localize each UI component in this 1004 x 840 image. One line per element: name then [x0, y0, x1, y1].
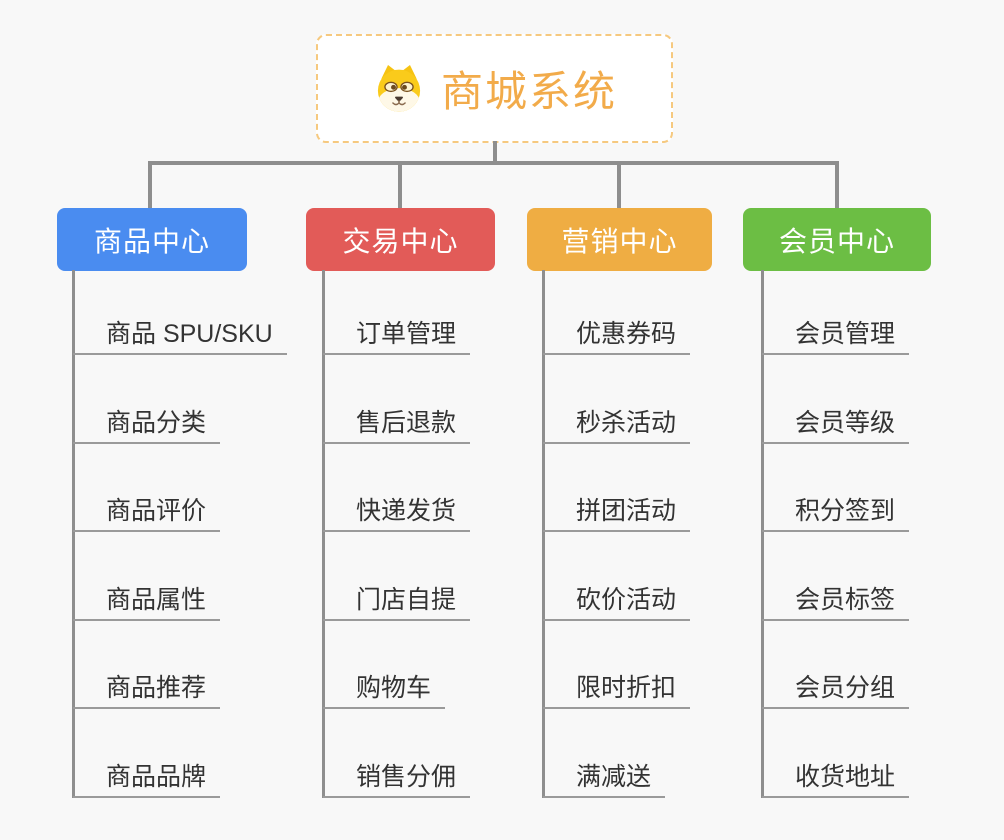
connector-branch-drop — [148, 163, 152, 208]
leaf-node[interactable]: 优惠券码 — [543, 315, 691, 355]
leaf-node[interactable]: 商品属性 — [73, 581, 221, 621]
leaf-node[interactable]: 快递发货 — [323, 492, 471, 532]
leaf-node[interactable]: 售后退款 — [323, 404, 471, 444]
branch-label: 会员中心 — [778, 225, 895, 257]
leaf-node[interactable]: 销售分佣 — [323, 758, 471, 798]
leaf-node[interactable]: 购物车 — [323, 669, 446, 709]
connector-branch-drop — [617, 163, 621, 208]
branch-label: 商品中心 — [93, 225, 210, 257]
leaf-node[interactable]: 商品 SPU/SKU — [73, 315, 287, 355]
branch-label: 营销中心 — [561, 225, 678, 257]
connector-bus — [148, 161, 839, 165]
branch-node-3[interactable]: 营销中心 — [527, 208, 712, 271]
connector-child-line — [542, 270, 545, 798]
leaf-node[interactable]: 拼团活动 — [543, 492, 691, 532]
connector-root-stub — [493, 141, 497, 165]
branch-node-1[interactable]: 商品中心 — [57, 208, 247, 271]
leaf-node[interactable]: 门店自提 — [323, 581, 471, 621]
leaf-node[interactable]: 会员分组 — [762, 669, 910, 709]
leaf-node[interactable]: 商品推荐 — [73, 669, 221, 709]
leaf-node[interactable]: 商品评价 — [73, 492, 221, 532]
connector-child-line — [72, 270, 75, 798]
leaf-node[interactable]: 商品品牌 — [73, 758, 221, 798]
leaf-node[interactable]: 会员管理 — [762, 315, 910, 355]
leaf-node[interactable]: 收货地址 — [762, 758, 910, 798]
leaf-node[interactable]: 限时折扣 — [543, 669, 691, 709]
branch-node-2[interactable]: 交易中心 — [306, 208, 495, 271]
leaf-node[interactable]: 砍价活动 — [543, 581, 691, 621]
connector-branch-drop — [398, 163, 402, 208]
leaf-node[interactable]: 积分签到 — [762, 492, 910, 532]
leaf-node[interactable]: 订单管理 — [323, 315, 471, 355]
leaf-node[interactable]: 秒杀活动 — [543, 404, 691, 444]
connector-child-line — [761, 270, 764, 798]
branch-node-4[interactable]: 会员中心 — [743, 208, 931, 271]
connector-child-line — [322, 270, 325, 798]
dog-face-icon — [372, 62, 426, 116]
leaf-node[interactable]: 商品分类 — [73, 404, 221, 444]
branch-label: 交易中心 — [342, 225, 459, 257]
leaf-node[interactable]: 会员标签 — [762, 581, 910, 621]
connector-branch-drop — [835, 163, 839, 208]
leaf-node[interactable]: 满减送 — [543, 758, 666, 798]
leaf-node[interactable]: 会员等级 — [762, 404, 910, 444]
root-title: 商城系统 — [440, 68, 617, 115]
root-node[interactable]: 商城系统 — [316, 34, 673, 143]
